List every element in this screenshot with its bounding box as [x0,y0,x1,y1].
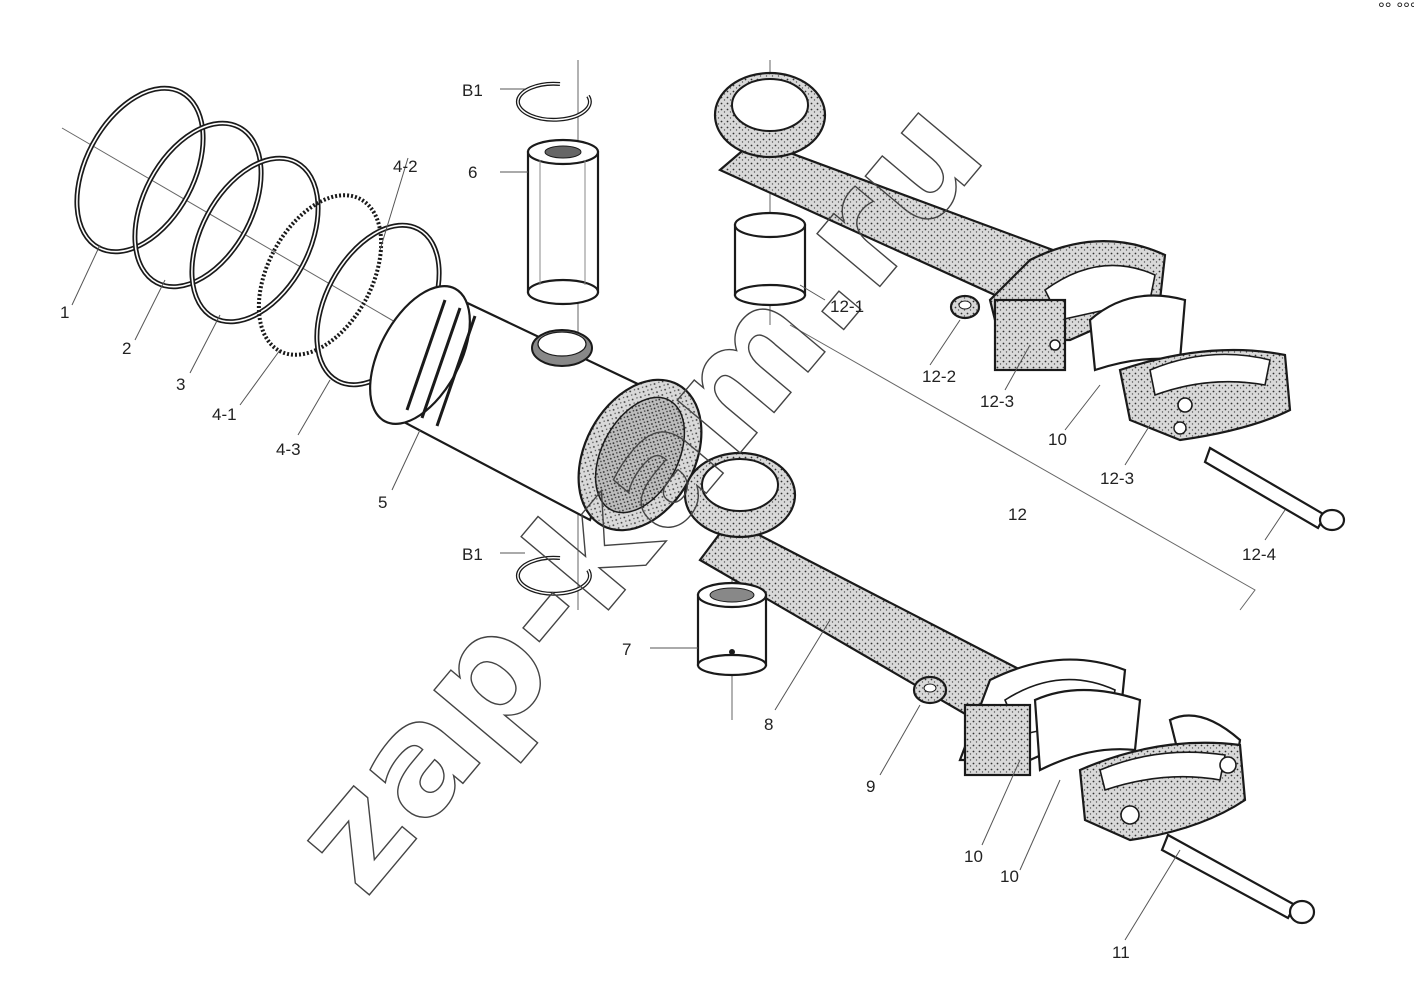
label-10-a: 10 [1048,430,1067,449]
part-labels: 1 2 3 4-1 4-2 4-3 5 6 B1 B1 7 8 9 12-1 1… [60,81,1276,962]
piston-pin [526,138,600,306]
nut-12-2 [949,294,981,320]
label-8: 8 [764,715,773,734]
label-12: 12 [1008,505,1027,524]
label-4-3: 4-3 [276,440,301,459]
label-1: 1 [60,303,69,322]
label-12-4: 12-4 [1242,545,1276,564]
watermark: zap-kam.ru [259,65,1019,924]
bushing-12-1 [733,211,807,307]
bolt-11 [1160,833,1316,925]
ring-1 [74,85,206,255]
leader-lines [71,88,1286,941]
ring-2 [132,120,264,290]
label-12-3-b: 12-3 [1100,469,1134,488]
label-6: 6 [468,163,477,182]
bearing-cap-upper [1088,294,1292,442]
label-b1-top: B1 [462,81,483,100]
label-12-2: 12-2 [922,367,956,386]
bearing-cap-lower [1033,688,1247,842]
bushing-7 [696,581,768,677]
svg-text:zap-kam.ru: zap-kam.ru [259,66,1018,923]
label-5: 5 [378,493,387,512]
corner-mark: °° °°° [1378,0,1414,18]
label-12-1: 12-1 [830,297,864,316]
piston [369,285,703,532]
bolt-12-4 [1203,446,1346,532]
label-9: 9 [866,777,875,796]
label-b1-bottom: B1 [462,545,483,564]
label-4-2: 4-2 [393,157,418,176]
label-7: 7 [622,640,631,659]
connecting-rod-upper [713,71,1167,372]
circlip-bottom [515,555,592,596]
label-10-b: 10 [964,847,983,866]
label-12-3-a: 12-3 [980,392,1014,411]
label-2: 2 [122,339,131,358]
nut-9 [912,675,948,705]
label-10-c: 10 [1000,867,1019,886]
label-4-1: 4-1 [212,405,237,424]
label-11: 11 [1112,943,1130,962]
label-3: 3 [176,375,185,394]
circlip-top [515,81,592,122]
ring-3 [189,155,321,325]
